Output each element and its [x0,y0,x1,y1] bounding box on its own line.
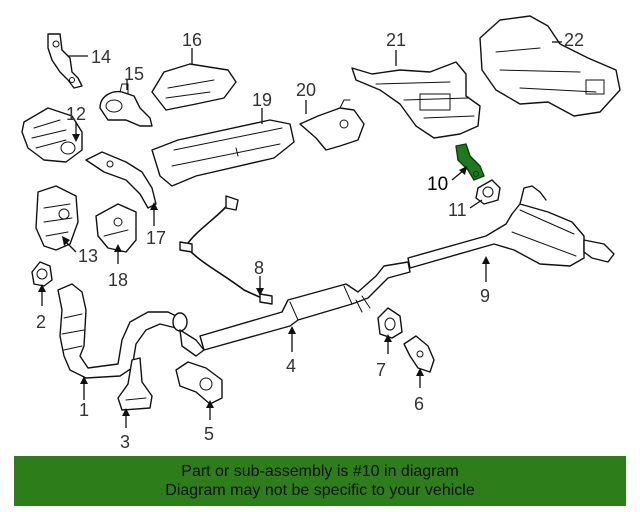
part-19-heat-shield[interactable] [151,119,295,187]
callout-14: 14 [91,47,111,67]
callout-10: 10 [427,174,448,195]
part-1-front-pipe[interactable] [57,283,205,379]
part-17-arrow [150,202,158,210]
part-7-arrow [384,334,392,342]
banner-line-1: Part or sub-assembly is #10 in diagram [181,463,459,480]
part-7-rubber-hanger[interactable] [377,307,403,339]
callout-16: 16 [182,30,202,50]
callout-12: 12 [66,104,86,124]
callout-8: 8 [254,258,264,278]
callout-20: 20 [296,80,316,100]
callout-21: 21 [386,30,406,50]
callout-6: 6 [414,394,424,414]
callout-19: 19 [252,90,272,110]
callout-5: 5 [204,424,214,444]
part-3-bracket[interactable] [117,357,153,411]
part-12-arrow [72,134,80,142]
part-14-bracket[interactable] [47,33,83,89]
callout-18: 18 [108,270,128,290]
part-8-sensor-wire[interactable] [179,195,273,305]
part-10-arrow [459,166,467,175]
part-12-heat-shield[interactable] [21,107,83,163]
callout-1: 1 [79,400,89,420]
info-banner: Part or sub-assembly is #10 in diagram D… [14,456,626,506]
callout-17: 17 [146,228,166,248]
banner-line-2: Diagram may not be specific to your vehi… [165,482,475,499]
part-11-gasket[interactable] [475,179,501,205]
part-13-arrow [62,236,70,246]
part-9-arrow [482,256,490,264]
callout-2: 2 [36,312,46,332]
part-1-arrow [80,376,88,384]
callout-15: 15 [124,64,144,84]
part-18-arrow [114,244,122,252]
callout-7: 7 [376,360,386,380]
part-16-heat-shield[interactable] [151,63,237,111]
callout-13: 13 [78,246,98,266]
part-4-arrow [288,326,296,334]
exhaust-parts-diagram: 14 15 12 16 19 20 21 [21,15,621,452]
callout-4: 4 [286,356,296,376]
part-22-heat-shield[interactable] [479,15,621,117]
part-10-bracket-highlighted[interactable] [455,143,485,181]
part-21-heat-shield[interactable] [351,61,481,139]
part-18-bracket[interactable] [95,203,137,253]
callout-3: 3 [120,432,130,452]
part-17-bracket[interactable] [85,151,157,209]
part-20-bracket[interactable] [299,99,365,151]
part-3-arrow [122,408,130,416]
callout-22: 22 [564,30,584,50]
callout-9: 9 [480,286,490,306]
part-5-arrow [206,400,214,408]
part-5-hanger[interactable] [175,361,223,405]
part-13-heat-shield[interactable] [35,185,79,251]
part-6-hanger-bracket[interactable] [403,335,435,373]
part-9-rear-muffler[interactable] [407,185,615,269]
callout-11: 11 [448,200,467,220]
part-4-intermediate-pipe[interactable] [199,261,411,351]
part-2-arrow [38,284,46,292]
part-6-arrow [416,368,424,376]
part-2-gasket[interactable] [31,261,53,287]
part-15-shield[interactable] [99,83,153,127]
part-8-arrow [256,288,264,296]
part-11-leader [469,199,483,209]
